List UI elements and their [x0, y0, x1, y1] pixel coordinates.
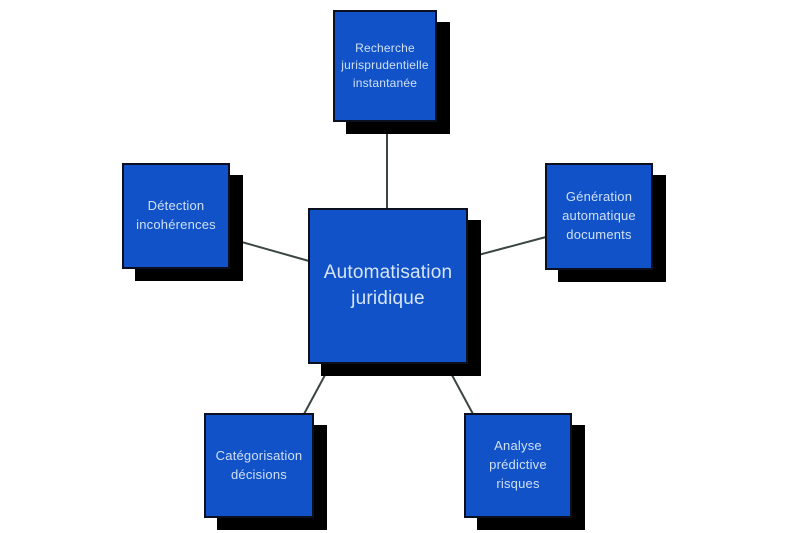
center-node-label: Automatisation juridique: [323, 262, 453, 309]
node-label: Analyse prédictive risques: [489, 438, 547, 491]
node-automatisation-juridique: Automatisation juridique: [308, 208, 468, 364]
connector-center-analyse: [445, 363, 474, 415]
node-generation-documents: Génération automatique documents: [545, 163, 653, 270]
node-analyse-predictive: Analyse prédictive risques: [464, 413, 572, 518]
node-detection-incoherences: Détection incohérences: [122, 163, 230, 269]
node-label: Génération automatique documents: [562, 189, 636, 242]
connector-center-detection: [230, 238, 310, 262]
node-label: Recherche jurisprudentielle instantanée: [341, 40, 429, 90]
node-recherche-jurisprudentielle: Recherche jurisprudentielle instantanée: [333, 10, 437, 122]
node-label: Catégorisation décisions: [215, 447, 303, 482]
node-categorisation-decisions: Catégorisation décisions: [204, 413, 314, 518]
connector-center-generation: [466, 236, 547, 259]
connector-center-categorisation: [303, 363, 332, 415]
node-label: Détection incohérences: [136, 198, 216, 232]
